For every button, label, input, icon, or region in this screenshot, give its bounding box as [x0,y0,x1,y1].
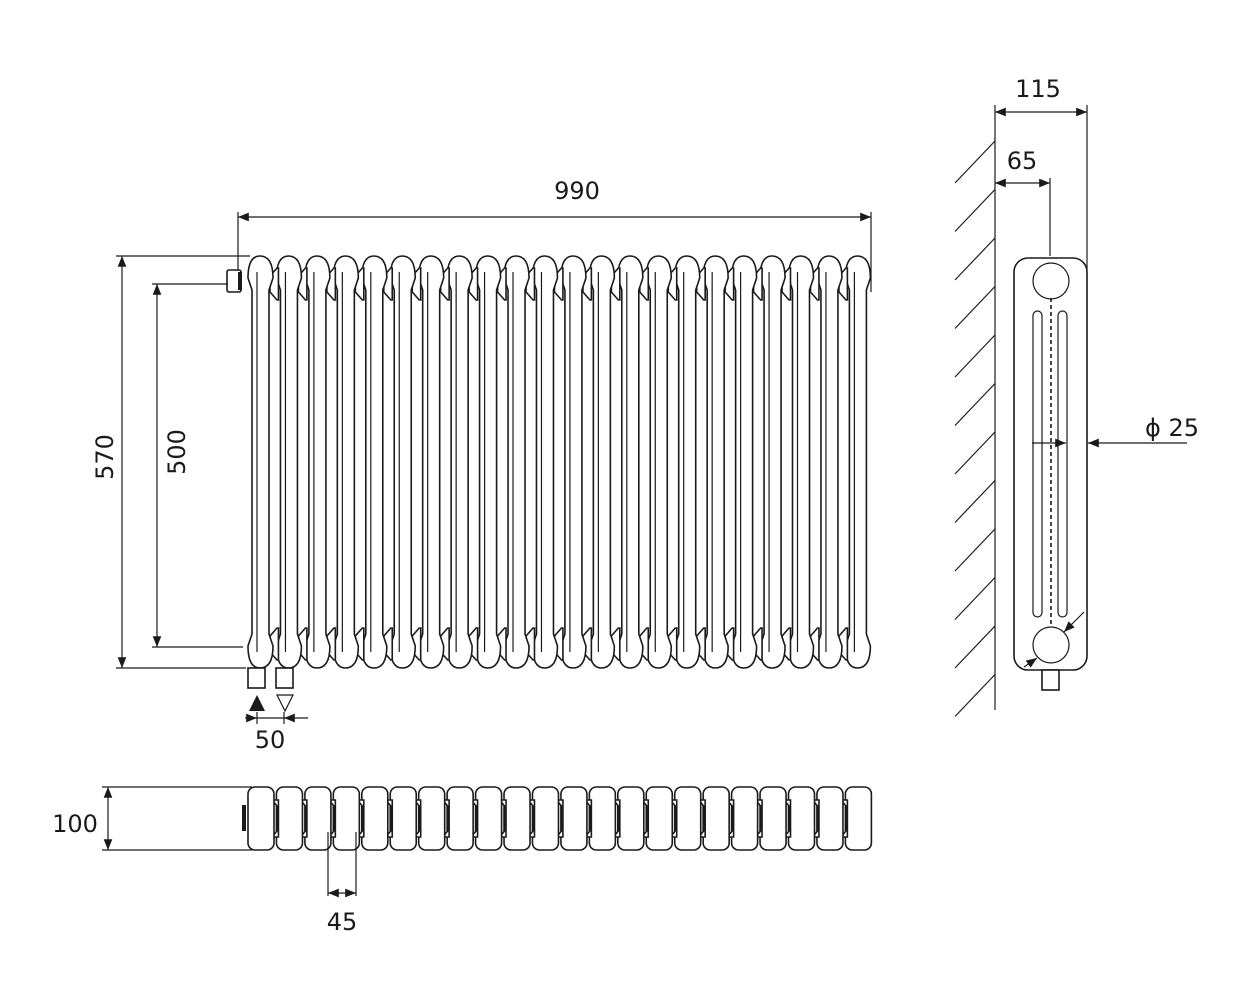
dim-centres: 500 [152,283,243,648]
top-column [531,786,564,851]
top-column [617,786,650,851]
flow-in-arrow-icon [249,695,265,711]
top-column [247,786,280,851]
front-column [389,255,422,669]
front-column [759,255,792,669]
top-column [759,786,792,851]
hatch-line [954,480,996,523]
front-column [673,255,706,669]
dim-height-label: 570 [91,434,119,480]
hatch-line [954,625,996,669]
top-column [417,786,450,851]
dim-pipe-diameter: ϕ 25 [1032,414,1199,448]
dim-column-pitch: 45 [327,832,358,936]
front-column [702,255,735,669]
dim-depth-label: 100 [52,810,98,838]
top-column [332,786,365,851]
top-column [446,786,479,851]
hatch-line [954,528,996,572]
dim-wall-to-centre-label: 65 [1007,147,1038,175]
top-column [645,786,678,851]
top-column [304,786,337,851]
top-column [389,786,422,851]
front-column [844,255,872,669]
front-column [645,255,678,669]
dim-pipe-spacing-label: 50 [255,726,286,754]
front-column [275,255,308,669]
front-column [816,255,849,669]
top-column [702,786,735,851]
front-column [332,255,365,669]
hatch-line [954,140,996,184]
outlet-pipe [275,667,294,689]
front-column [560,255,593,669]
front-column [247,255,280,669]
dim-pipe-diameter-label: ϕ 25 [1145,414,1199,442]
top-column [474,786,507,851]
dim-side-depth: 115 [995,75,1088,270]
hatch-line [954,674,996,717]
dim-wall-to-centre: 65 [995,147,1051,256]
top-column [275,786,308,851]
front-column [617,255,650,669]
dim-pipe-spacing: 50 [245,712,308,754]
top-column [787,786,820,851]
top-column [730,786,763,851]
side-view [954,105,1088,717]
top-view [247,786,873,851]
inlet-pipe [247,667,266,689]
hatch-line [954,334,996,378]
front-column [474,255,507,669]
top-column [588,786,621,851]
top-column [560,786,593,851]
dim-width: 990 [237,177,872,292]
hatch-line [954,189,996,232]
front-column [360,255,394,669]
front-column [503,255,536,669]
dim-side-depth-label: 115 [1015,75,1061,103]
dim-height: 570 [91,255,250,669]
hatch-line [954,237,996,281]
top-column [673,786,706,851]
hatch-line [954,383,996,426]
top-column [360,786,394,851]
front-column [730,255,763,669]
hatch-line [954,431,996,475]
dim-centres-label: 500 [163,429,191,475]
front-view [247,255,872,669]
dim-depth: 100 [52,786,252,851]
front-column [588,255,621,669]
top-column [503,786,536,851]
flow-out-arrow-icon [276,694,294,713]
dim-column-pitch-label: 45 [327,908,358,936]
top-column [816,786,849,851]
front-column [304,255,337,669]
front-column [787,255,820,669]
hatch-line [954,577,996,620]
valve-fitting [226,269,242,293]
top-column [844,786,873,851]
front-column [446,255,479,669]
front-column [417,255,450,669]
pipe-connections [247,667,294,713]
hatch-line [954,286,996,329]
wall-hatching [954,140,996,717]
front-column [531,255,564,669]
dim-width-label: 990 [554,177,600,205]
